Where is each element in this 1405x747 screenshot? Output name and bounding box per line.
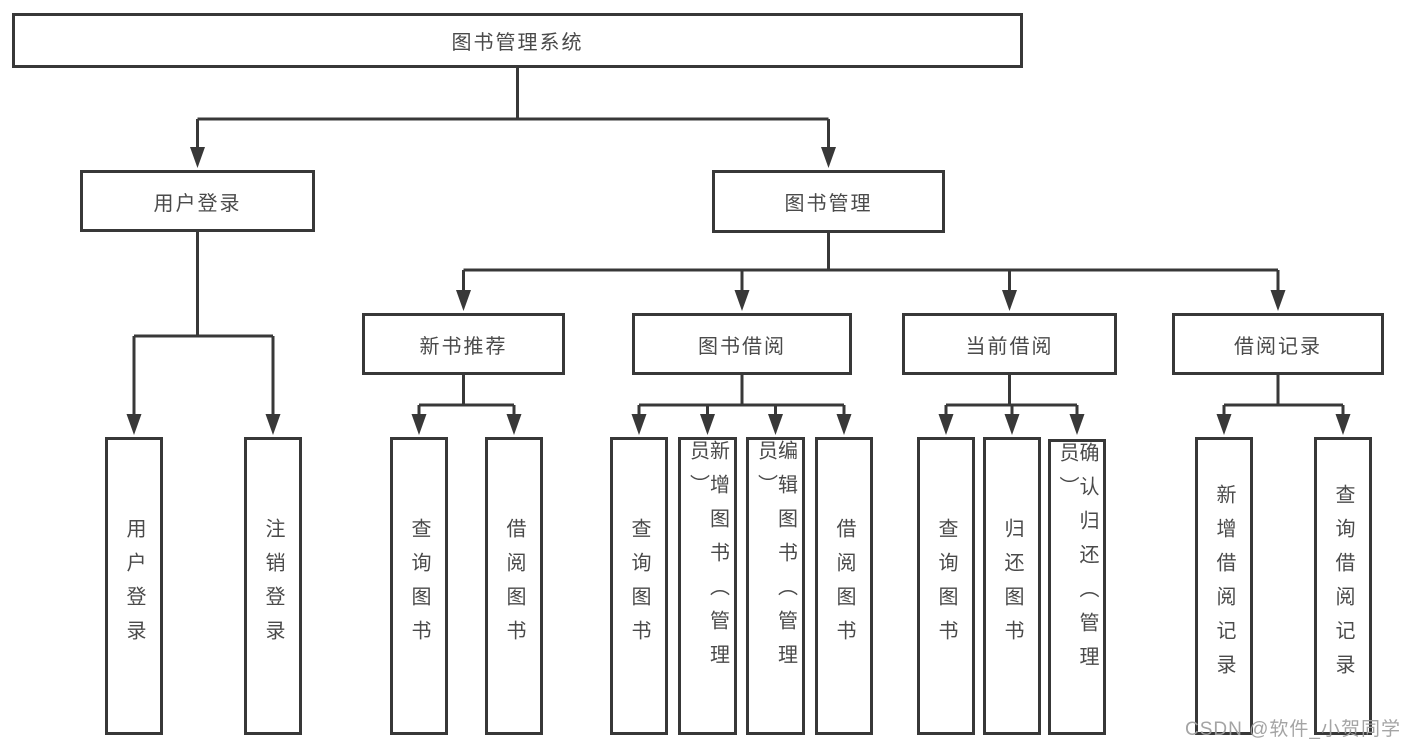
leaf-query-books-borrow: 查询图书 bbox=[610, 437, 668, 735]
node-user-login-label: 用户登录 bbox=[153, 192, 242, 215]
leaf-confirm-return-admin-label: 确认归还（管理员） bbox=[1056, 442, 1098, 680]
leaf-return-books: 归还图书 bbox=[983, 437, 1041, 735]
leaf-query-books-borrow-label: 查询图书 bbox=[628, 518, 650, 654]
node-book-management: 图书管理 bbox=[712, 170, 945, 233]
leaf-edit-books-admin-label: 编辑图书（管理员） bbox=[754, 440, 797, 678]
node-book-management-label: 图书管理 bbox=[784, 193, 873, 215]
leaf-query-books-recommend-label: 查询图书 bbox=[408, 518, 430, 654]
leaf-borrow-books: 借阅图书 bbox=[815, 437, 873, 735]
leaf-user-login: 用户登录 bbox=[105, 437, 163, 735]
leaf-query-books-current-label: 查询图书 bbox=[935, 518, 957, 654]
leaf-borrow-books-recommend: 借阅图书 bbox=[485, 437, 543, 735]
node-current-borrow-label: 当前借阅 bbox=[965, 335, 1054, 358]
node-new-book-recommend: 新书推荐 bbox=[362, 313, 565, 375]
leaf-logout-login-label: 注销登录 bbox=[262, 518, 284, 654]
node-user-login: 用户登录 bbox=[80, 170, 315, 232]
leaf-add-books-admin: 新增图书（管理员） bbox=[678, 437, 737, 735]
leaf-add-books-admin-label: 新增图书（管理员） bbox=[686, 440, 729, 678]
leaf-user-login-label: 用户登录 bbox=[123, 518, 145, 654]
node-new-book-recommend-label: 新书推荐 bbox=[419, 335, 508, 358]
node-book-borrow: 图书借阅 bbox=[632, 313, 852, 375]
leaf-edit-books-admin: 编辑图书（管理员） bbox=[746, 437, 805, 735]
leaf-borrow-books-label: 借阅图书 bbox=[833, 518, 855, 654]
node-borrow-record-label: 借阅记录 bbox=[1234, 335, 1322, 358]
node-current-borrow: 当前借阅 bbox=[902, 313, 1117, 375]
leaf-add-borrow-record: 新增借阅记录 bbox=[1195, 437, 1253, 735]
watermark: CSDN @软件_小贺同学 bbox=[1185, 719, 1401, 740]
leaf-query-borrow-record: 查询借阅记录 bbox=[1314, 437, 1372, 735]
node-root: 图书管理系统 bbox=[12, 13, 1023, 68]
leaf-confirm-return-admin: 确认归还（管理员） bbox=[1048, 439, 1106, 735]
leaf-return-books-label: 归还图书 bbox=[1001, 518, 1023, 654]
leaf-logout-login: 注销登录 bbox=[244, 437, 302, 735]
node-borrow-record: 借阅记录 bbox=[1172, 313, 1384, 375]
leaf-query-books-current: 查询图书 bbox=[917, 437, 975, 735]
leaf-query-borrow-record-label: 查询借阅记录 bbox=[1332, 484, 1354, 688]
node-root-label: 图书管理系统 bbox=[451, 32, 584, 54]
node-book-borrow-label: 图书借阅 bbox=[698, 335, 786, 358]
leaf-query-books-recommend: 查询图书 bbox=[390, 437, 448, 735]
leaf-add-borrow-record-label: 新增借阅记录 bbox=[1213, 484, 1235, 688]
leaf-borrow-books-recommend-label: 借阅图书 bbox=[503, 518, 525, 654]
